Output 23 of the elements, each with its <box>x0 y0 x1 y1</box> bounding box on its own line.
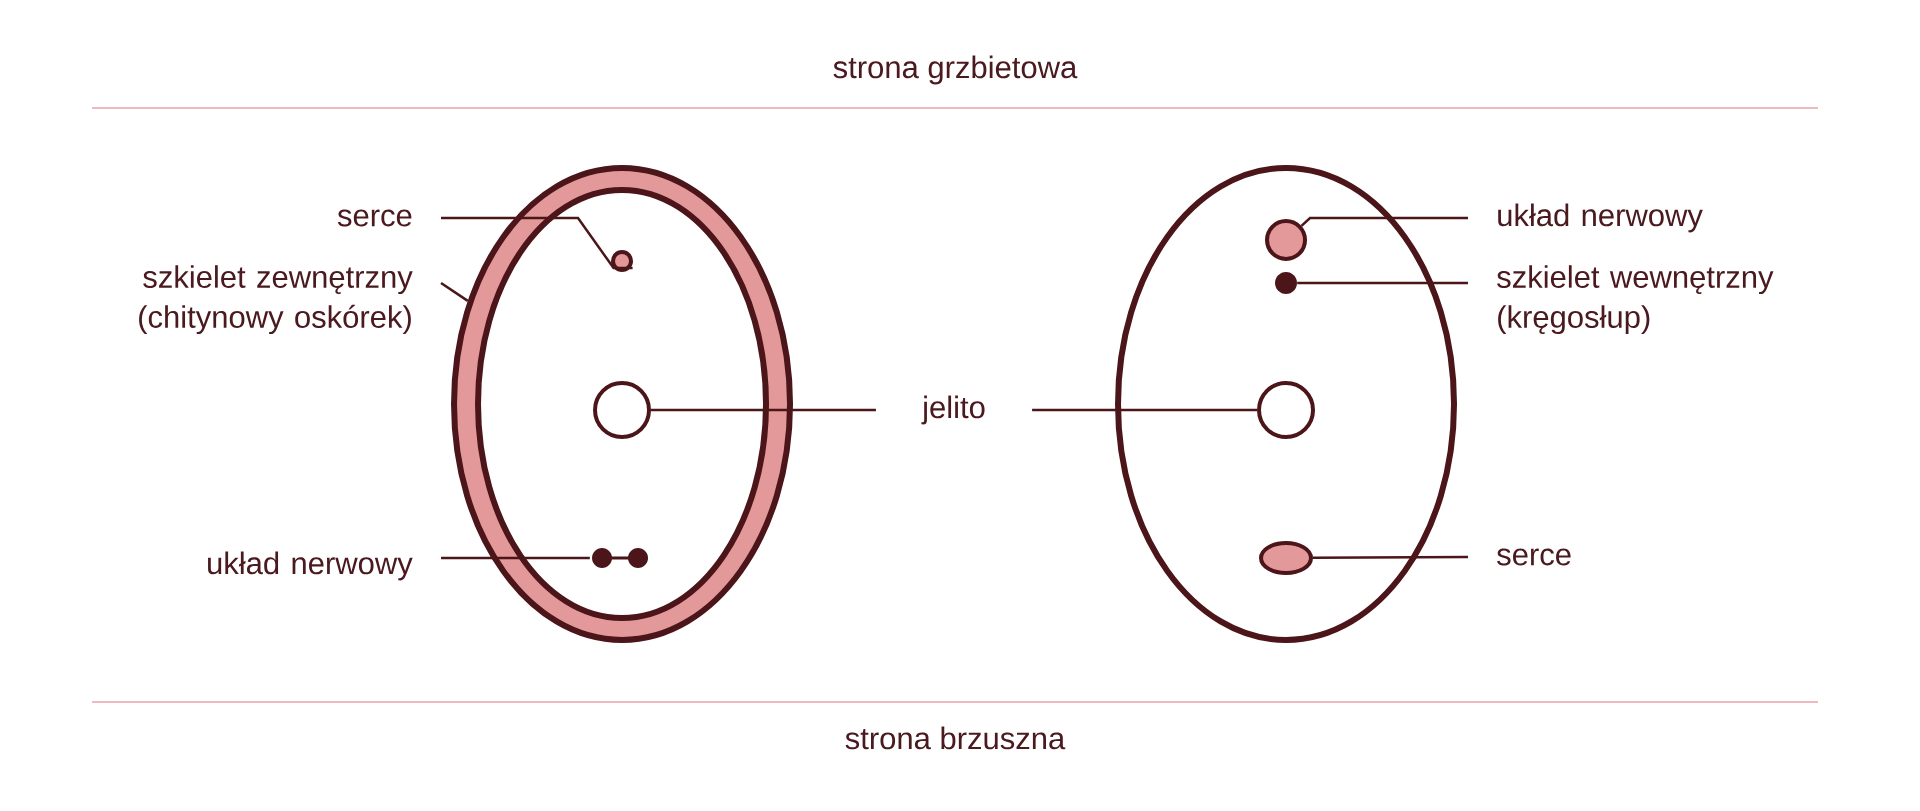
leader-line <box>441 216 633 270</box>
organ-circle <box>1257 381 1315 439</box>
nerve-cord-drawing <box>592 548 648 568</box>
leader-line <box>1313 555 1468 560</box>
leader-line <box>651 408 876 412</box>
part-label: szkielet zewnętrzny (chitynowy oskórek) <box>139 265 413 335</box>
part-label: serce <box>1497 548 1571 566</box>
body-cross-section <box>1115 165 1457 643</box>
leader-line <box>1297 281 1468 285</box>
side-label: strona grzbietowa <box>833 55 1078 85</box>
leader-line <box>1032 408 1257 412</box>
side-label: strona brzuszna <box>845 726 1066 750</box>
part-label: układ nerwowy <box>1498 203 1703 233</box>
part-label: szkielet wewnętrzny (kręgosłup) <box>1497 265 1774 335</box>
leader-line <box>441 556 590 560</box>
leader-line <box>440 281 469 302</box>
organ-circle <box>593 381 651 439</box>
part-label: jelito <box>921 395 985 425</box>
organ-dot <box>1275 272 1297 294</box>
leader-line <box>1300 216 1468 227</box>
body-cross-section <box>451 165 793 643</box>
part-label: układ nerwowy <box>208 551 413 581</box>
part-label: serce <box>337 209 412 227</box>
